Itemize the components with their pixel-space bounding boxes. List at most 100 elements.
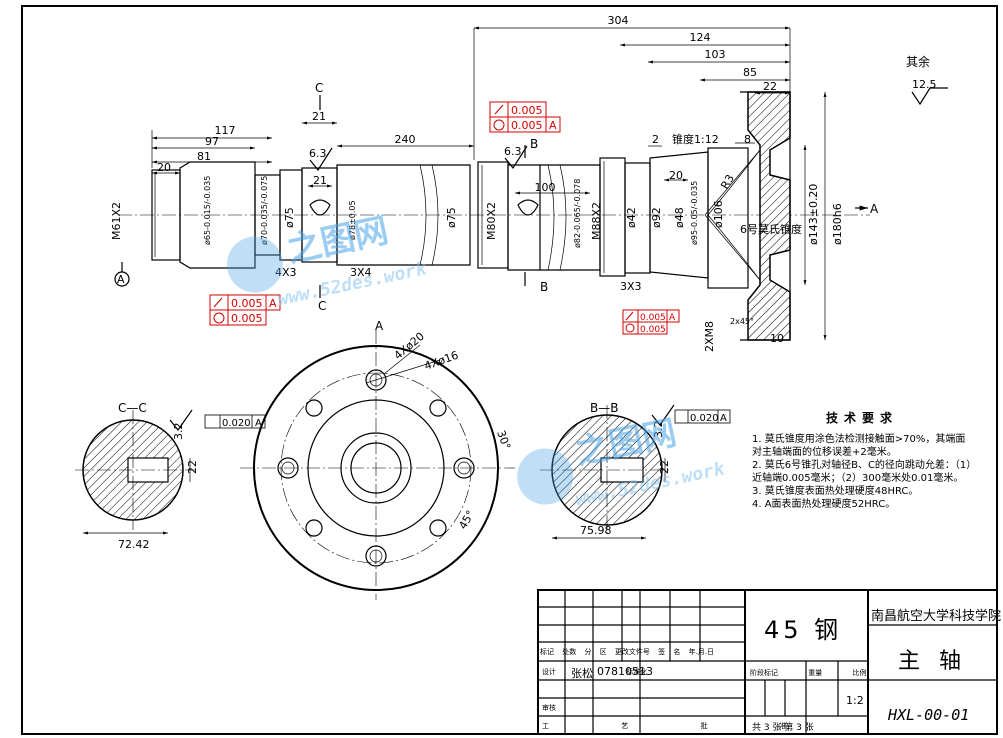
holes-4x20: 4Xø20: [392, 330, 427, 363]
dim-240: 240: [395, 133, 416, 146]
dim-97: 97: [205, 135, 219, 148]
dim-21a: 21: [312, 110, 326, 123]
thread-m88: M88X2: [590, 202, 603, 240]
dim-103: 103: [705, 48, 726, 61]
dia-180: ø180h6: [831, 203, 844, 245]
title-block: [537, 589, 998, 735]
dim-22-c: 22: [186, 460, 199, 474]
main-dimensions: 304 124 103 85 22 117 97 81 20 21 21 240…: [110, 14, 844, 352]
dim-100: 100: [535, 181, 556, 194]
view-a-title: A: [375, 319, 384, 333]
chamfer-2x45: 2x45°: [730, 317, 754, 326]
dia-106: ø106: [712, 200, 725, 228]
section-b-top: B: [530, 137, 538, 151]
dim-3x3: 3X3: [620, 280, 642, 293]
section-b-b: B—B 75.98 22 3.2 0.020 A: [540, 401, 731, 540]
tolerance-frame-3: 0.005 A 0.005: [622, 309, 680, 335]
section-b-bottom: B: [540, 280, 548, 294]
angle-45: 45°: [456, 508, 477, 531]
dia-65: ø65-0.015/-0.035: [203, 176, 212, 245]
design-row: 设计 标准化: [542, 668, 648, 676]
tolerance-frame-2: 0.005 A 0.005: [209, 294, 281, 326]
tech-item-1: 1. 莫氏锥度用涂色法检测接触面>70%，其端面对主轴端面的位移误差+2毫米。: [752, 434, 966, 458]
morse-taper-label: 6号莫氏锥度: [740, 222, 802, 236]
review-row: 审核: [542, 704, 556, 712]
datum-a-right: A: [870, 202, 879, 216]
dia-70: ø70-0.035/-0.075: [260, 176, 269, 245]
dim-22: 22: [763, 80, 777, 93]
dim-75-98: 75.98: [580, 524, 612, 537]
drawing-border: [21, 5, 998, 735]
dia-95: ø95-0.05/-0.035: [690, 181, 699, 245]
tech-item-2: 2. 莫氏6号锥孔对轴径B、C的径向跳动允差：（1）近轴端0.005毫米；（2）…: [752, 460, 972, 484]
dim-20b: 20: [669, 169, 683, 182]
design-number: 07810513: [597, 665, 653, 678]
designer: 张松: [571, 667, 593, 680]
tol-2-ref: A: [269, 297, 277, 310]
tol-3-ref: A: [669, 313, 676, 323]
section-c-top: C: [315, 81, 323, 95]
material: 45 钢: [764, 616, 843, 644]
tech-title: 技术要求: [825, 411, 898, 425]
drawing-number: HXL-00-01: [888, 706, 970, 724]
section-c-bottom: C: [318, 299, 326, 313]
dim-304: 304: [608, 14, 629, 27]
tol-5-ref: A: [720, 413, 727, 424]
dim-85: 85: [743, 66, 757, 79]
dim-72-42: 72.42: [118, 538, 150, 551]
rest-roughness: 其余 12.5: [906, 54, 948, 106]
view-a: A 4Xø20 4Xø16 30° 45°: [240, 319, 515, 600]
view-bb-title: B—B: [590, 401, 618, 415]
dia-48: ø48: [673, 207, 686, 228]
rest-roughness-value: 12.5: [912, 78, 937, 91]
angle-30: 30°: [494, 429, 513, 452]
dim-2: 2: [652, 133, 659, 146]
tap-2xm8: 2XM8: [703, 321, 716, 352]
radius-r3: R3: [718, 172, 737, 191]
tol-4-ref: A: [255, 418, 262, 429]
main-shaft-view: [118, 91, 870, 341]
tol-1-runout: 0.005: [511, 104, 543, 117]
scale: 1:2: [846, 694, 864, 707]
tol-2-runout: 0.005: [231, 297, 263, 310]
tol-2-circ: 0.005: [231, 312, 263, 325]
tol-5-value: 0.020: [690, 413, 719, 424]
part-name: 主 轴: [898, 649, 967, 674]
tech-item-3: 3. 莫氏锥度表面热处理硬度48HRC。: [752, 486, 919, 497]
dia-78: ø78±0.05: [348, 200, 357, 240]
sheet-info: 共 3 张 第 3 张: [752, 723, 814, 733]
dim-117: 117: [215, 124, 236, 137]
dim-4x3: 4X3: [275, 266, 297, 279]
dim-124: 124: [690, 31, 711, 44]
tol-3-circ: 0.005: [640, 325, 666, 335]
view-cc-title: C—C: [118, 401, 147, 415]
dim-8: 8: [744, 133, 751, 146]
stage-row: 阶段标记 重量 比例: [750, 669, 867, 677]
dim-3x4: 3X4: [350, 266, 372, 279]
holes-4x16: 4Xø16: [423, 349, 461, 373]
dim-20a: 20: [157, 161, 171, 174]
dia-42: ø42: [625, 207, 638, 228]
roughness-3-2b: 3.2: [652, 421, 665, 439]
rest-label: 其余: [906, 54, 930, 69]
tech-item-4: 4. A面表面热处理硬度52HRC。: [752, 499, 896, 510]
dia-75b: ø75: [445, 207, 458, 228]
tol-3-runout: 0.005: [640, 313, 666, 323]
dia-92: ø92: [650, 207, 663, 228]
technical-requirements: 技术要求 1. 莫氏锥度用涂色法检测接触面>70%，其端面对主轴端面的位移误差+…: [752, 412, 972, 511]
tol-4-value: 0.020: [222, 418, 251, 429]
dim-21b: 21: [313, 174, 327, 187]
mark-columns: 标记 处数 分 区 更改文件号 签 名 年.月.日: [540, 648, 715, 656]
dim-22-b: 22: [658, 460, 671, 474]
thread-m80: M80X2: [485, 202, 498, 240]
taper-label: 锥度1:12: [672, 132, 719, 146]
dim-10: 10: [770, 332, 784, 345]
dia-82: ø82-0.065/-0.078: [573, 179, 582, 248]
section-c-c: C—C 72.42 22 3.2 0.020 A: [75, 401, 266, 551]
tol-1-circ: 0.005: [511, 119, 543, 132]
process-row: 工 艺 批 准: [542, 722, 787, 730]
roughness-3-2a: 3.2: [172, 423, 185, 441]
dia-75a: ø75: [283, 207, 296, 228]
datum-a-left: A: [117, 273, 125, 286]
